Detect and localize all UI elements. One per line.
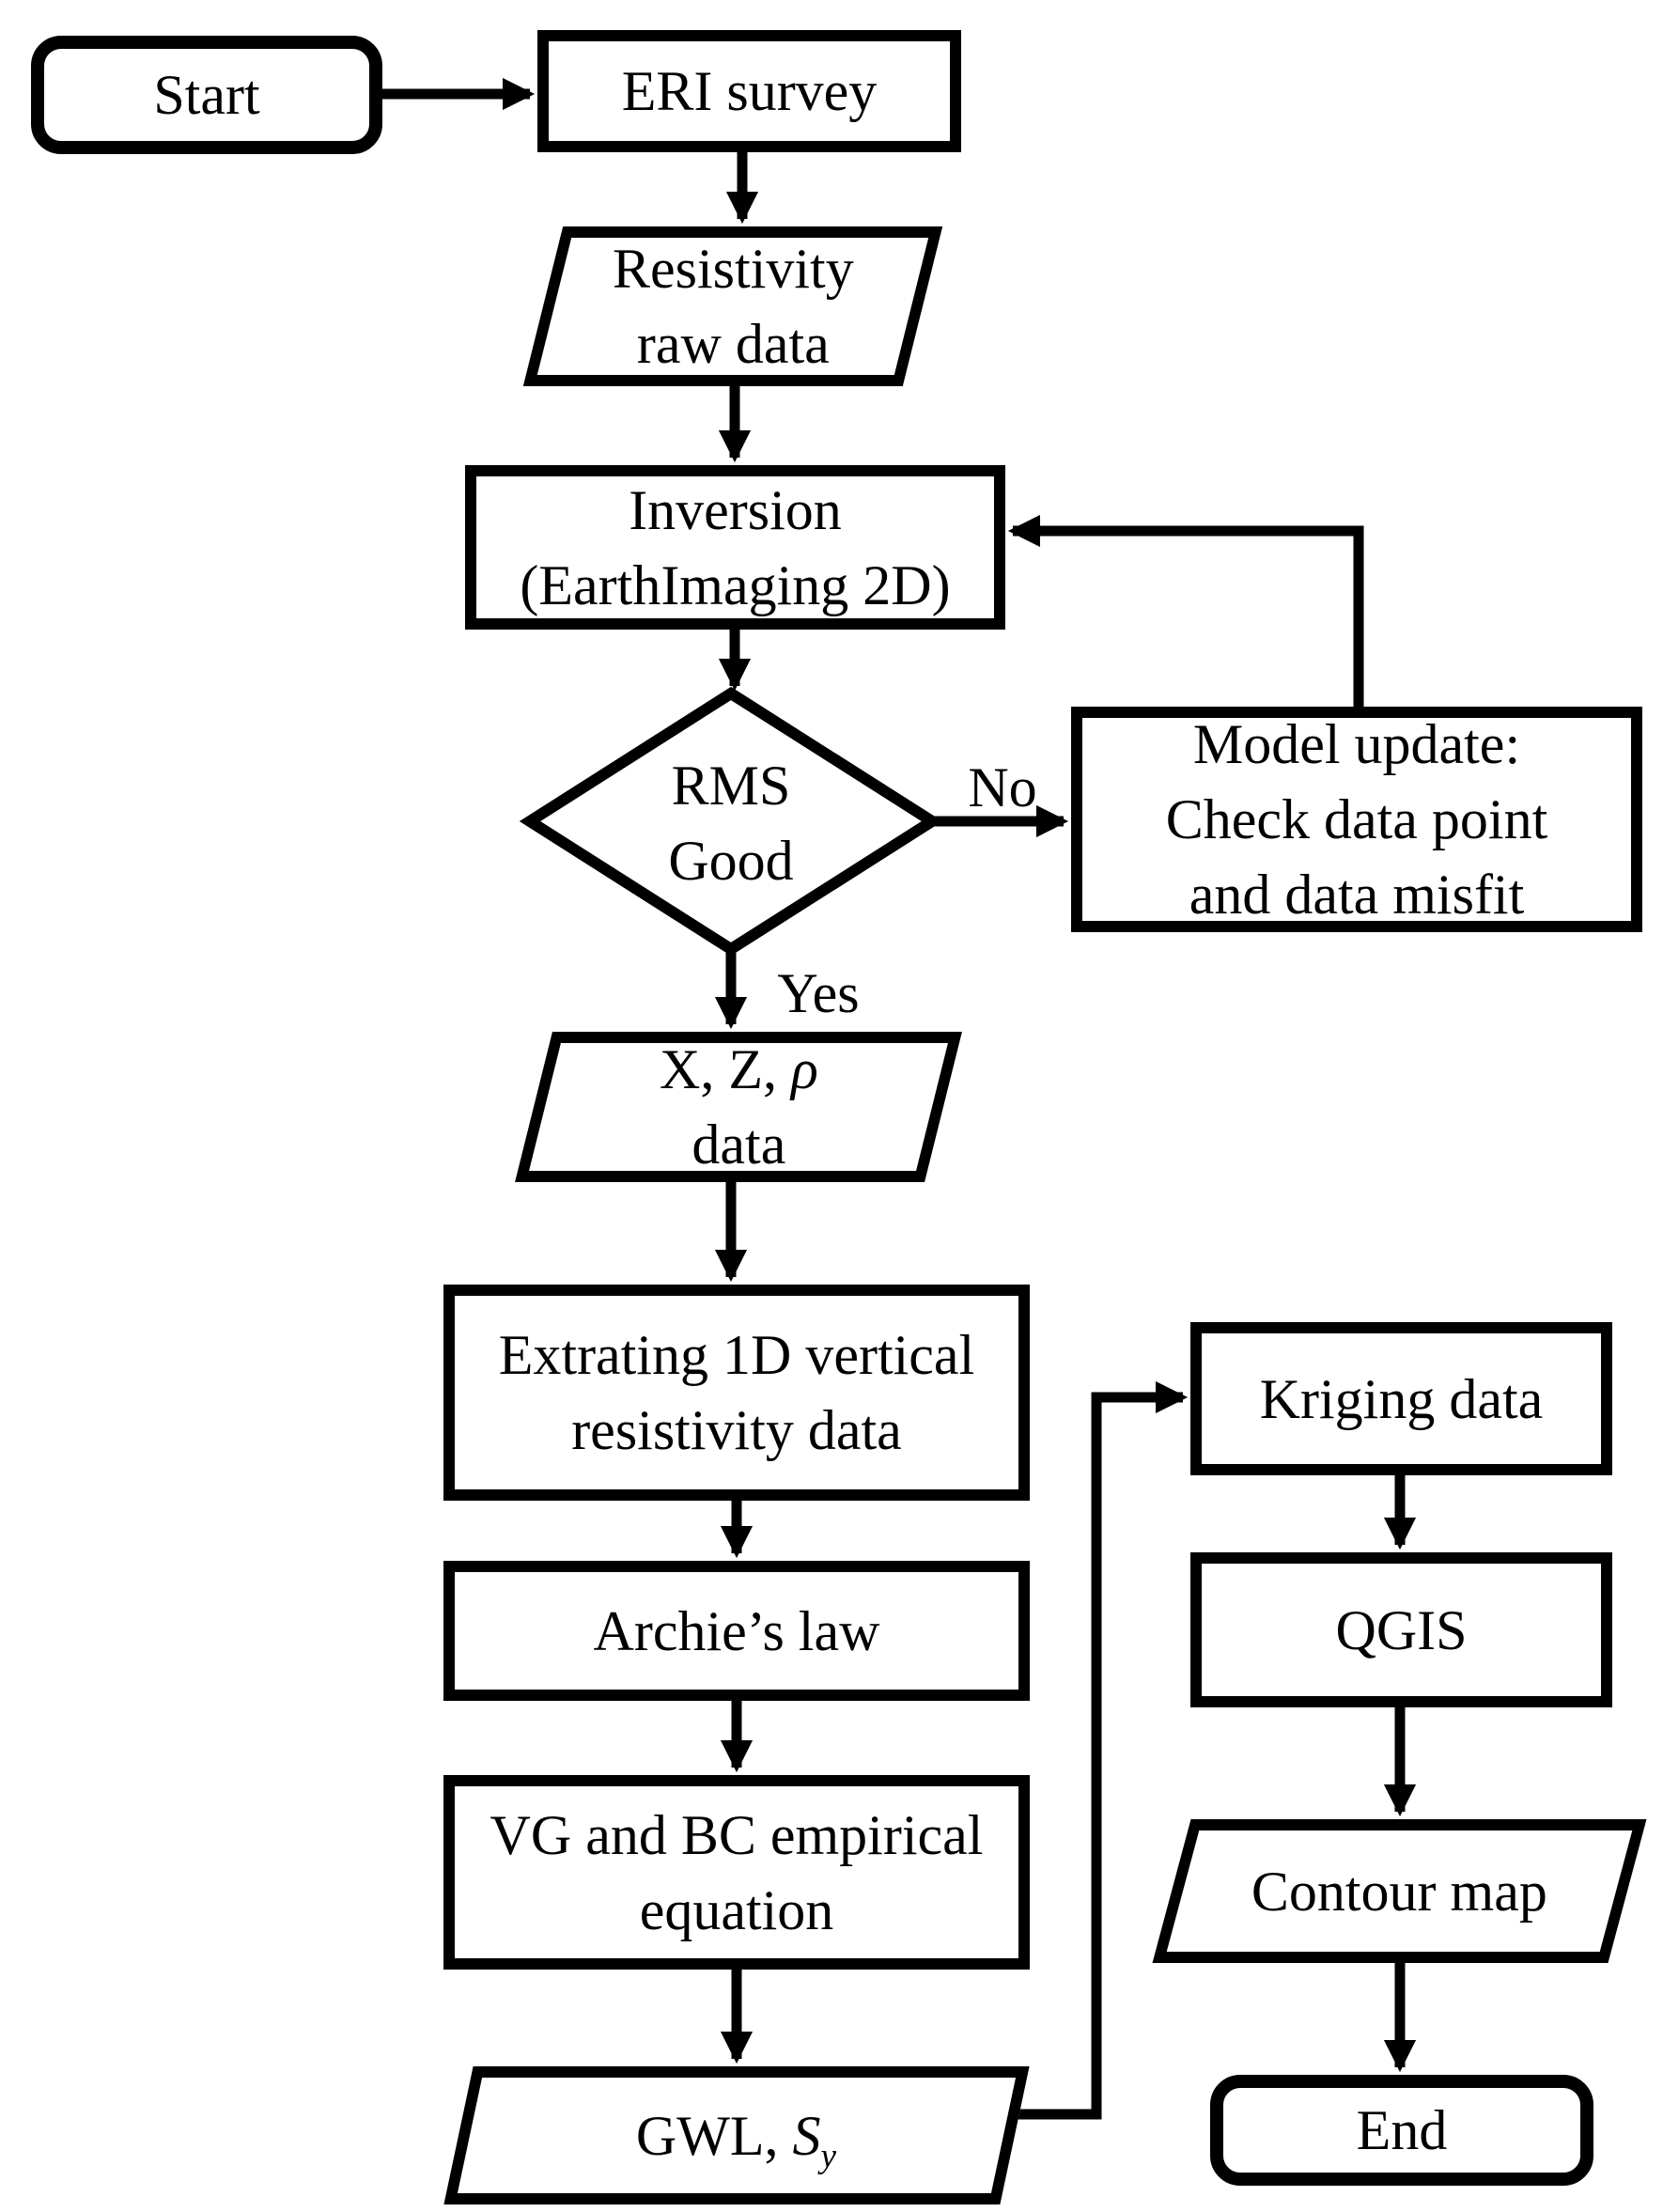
- node-xzrho-data-text: X, Z, ρ data: [660, 1032, 818, 1182]
- node-start: Start: [31, 36, 382, 154]
- rms-decision-line-1: RMS: [671, 755, 791, 817]
- node-xzrho-data: X, Z, ρ data: [515, 1032, 962, 1182]
- extract-1d-line-1: Extrating 1D vertical: [498, 1324, 975, 1386]
- vg-bc-line-1: VG and BC empirical: [490, 1803, 984, 1866]
- extract-1d-line-2: resistivity data: [571, 1399, 902, 1461]
- archies-law-label: Archie’s law: [593, 1599, 880, 1662]
- node-eri-survey-label: ERI survey: [621, 60, 878, 122]
- sy-subscript: y: [821, 2136, 837, 2175]
- sy-symbol: S: [793, 2104, 822, 2167]
- node-start-label: Start: [153, 64, 260, 126]
- edge-gwl-to-kriging: [1015, 1380, 1189, 2120]
- node-resistivity-raw-data-text: Resistivity raw data: [613, 231, 854, 382]
- inversion-line-2: (EarthImaging 2D): [520, 553, 951, 616]
- edge-label-no: No: [968, 756, 1037, 818]
- kriging-label: Kriging data: [1259, 1367, 1544, 1430]
- node-qgis: QGIS: [1190, 1552, 1612, 1707]
- node-gwl-sy: GWL, Sy: [443, 2066, 1030, 2204]
- node-vg-bc: VG and BC empirical equation: [443, 1775, 1030, 1970]
- rms-decision-shape: [519, 686, 943, 957]
- node-extract-1d: Extrating 1D vertical resistivity data: [443, 1285, 1030, 1501]
- rho-symbol: ρ: [790, 1038, 818, 1100]
- model-update-line-1: Model update:: [1192, 713, 1521, 775]
- vg-bc-line-2: equation: [639, 1878, 834, 1941]
- node-inversion: Inversion (EarthImaging 2D): [465, 465, 1005, 630]
- node-contour-map: Contour map: [1152, 1819, 1647, 1963]
- node-eri-survey: ERI survey: [537, 30, 961, 152]
- contour-map-label: Contour map: [1251, 1860, 1547, 1923]
- node-rms-decision: RMS Good: [581, 739, 881, 908]
- xzrho-line-1: X, Z, ρ: [659, 1038, 818, 1100]
- model-update-line-2: Check data point: [1165, 788, 1548, 850]
- node-kriging: Kriging data: [1190, 1322, 1612, 1475]
- edge-model-update-to-inversion: [1007, 514, 1364, 707]
- node-end: End: [1210, 2075, 1593, 2186]
- resistivity-line-2: raw data: [636, 313, 830, 375]
- node-archies-law: Archie’s law: [443, 1561, 1030, 1701]
- xzrho-line-2: data: [692, 1114, 785, 1176]
- node-gwl-sy-text: GWL, Sy: [636, 2104, 837, 2175]
- node-model-update: Model update: Check data point and data …: [1071, 707, 1642, 932]
- model-update-line-3: and data misfit: [1189, 864, 1525, 926]
- qgis-label: QGIS: [1335, 1598, 1468, 1661]
- node-end-label: End: [1356, 2099, 1448, 2161]
- edge-label-yes: Yes: [777, 962, 860, 1024]
- rms-decision-line-2: Good: [668, 830, 794, 892]
- resistivity-line-1: Resistivity: [612, 238, 854, 300]
- node-resistivity-raw-data: Resistivity raw data: [522, 226, 943, 386]
- inversion-line-1: Inversion: [629, 478, 842, 541]
- node-contour-map-text: Contour map: [1251, 1854, 1547, 1929]
